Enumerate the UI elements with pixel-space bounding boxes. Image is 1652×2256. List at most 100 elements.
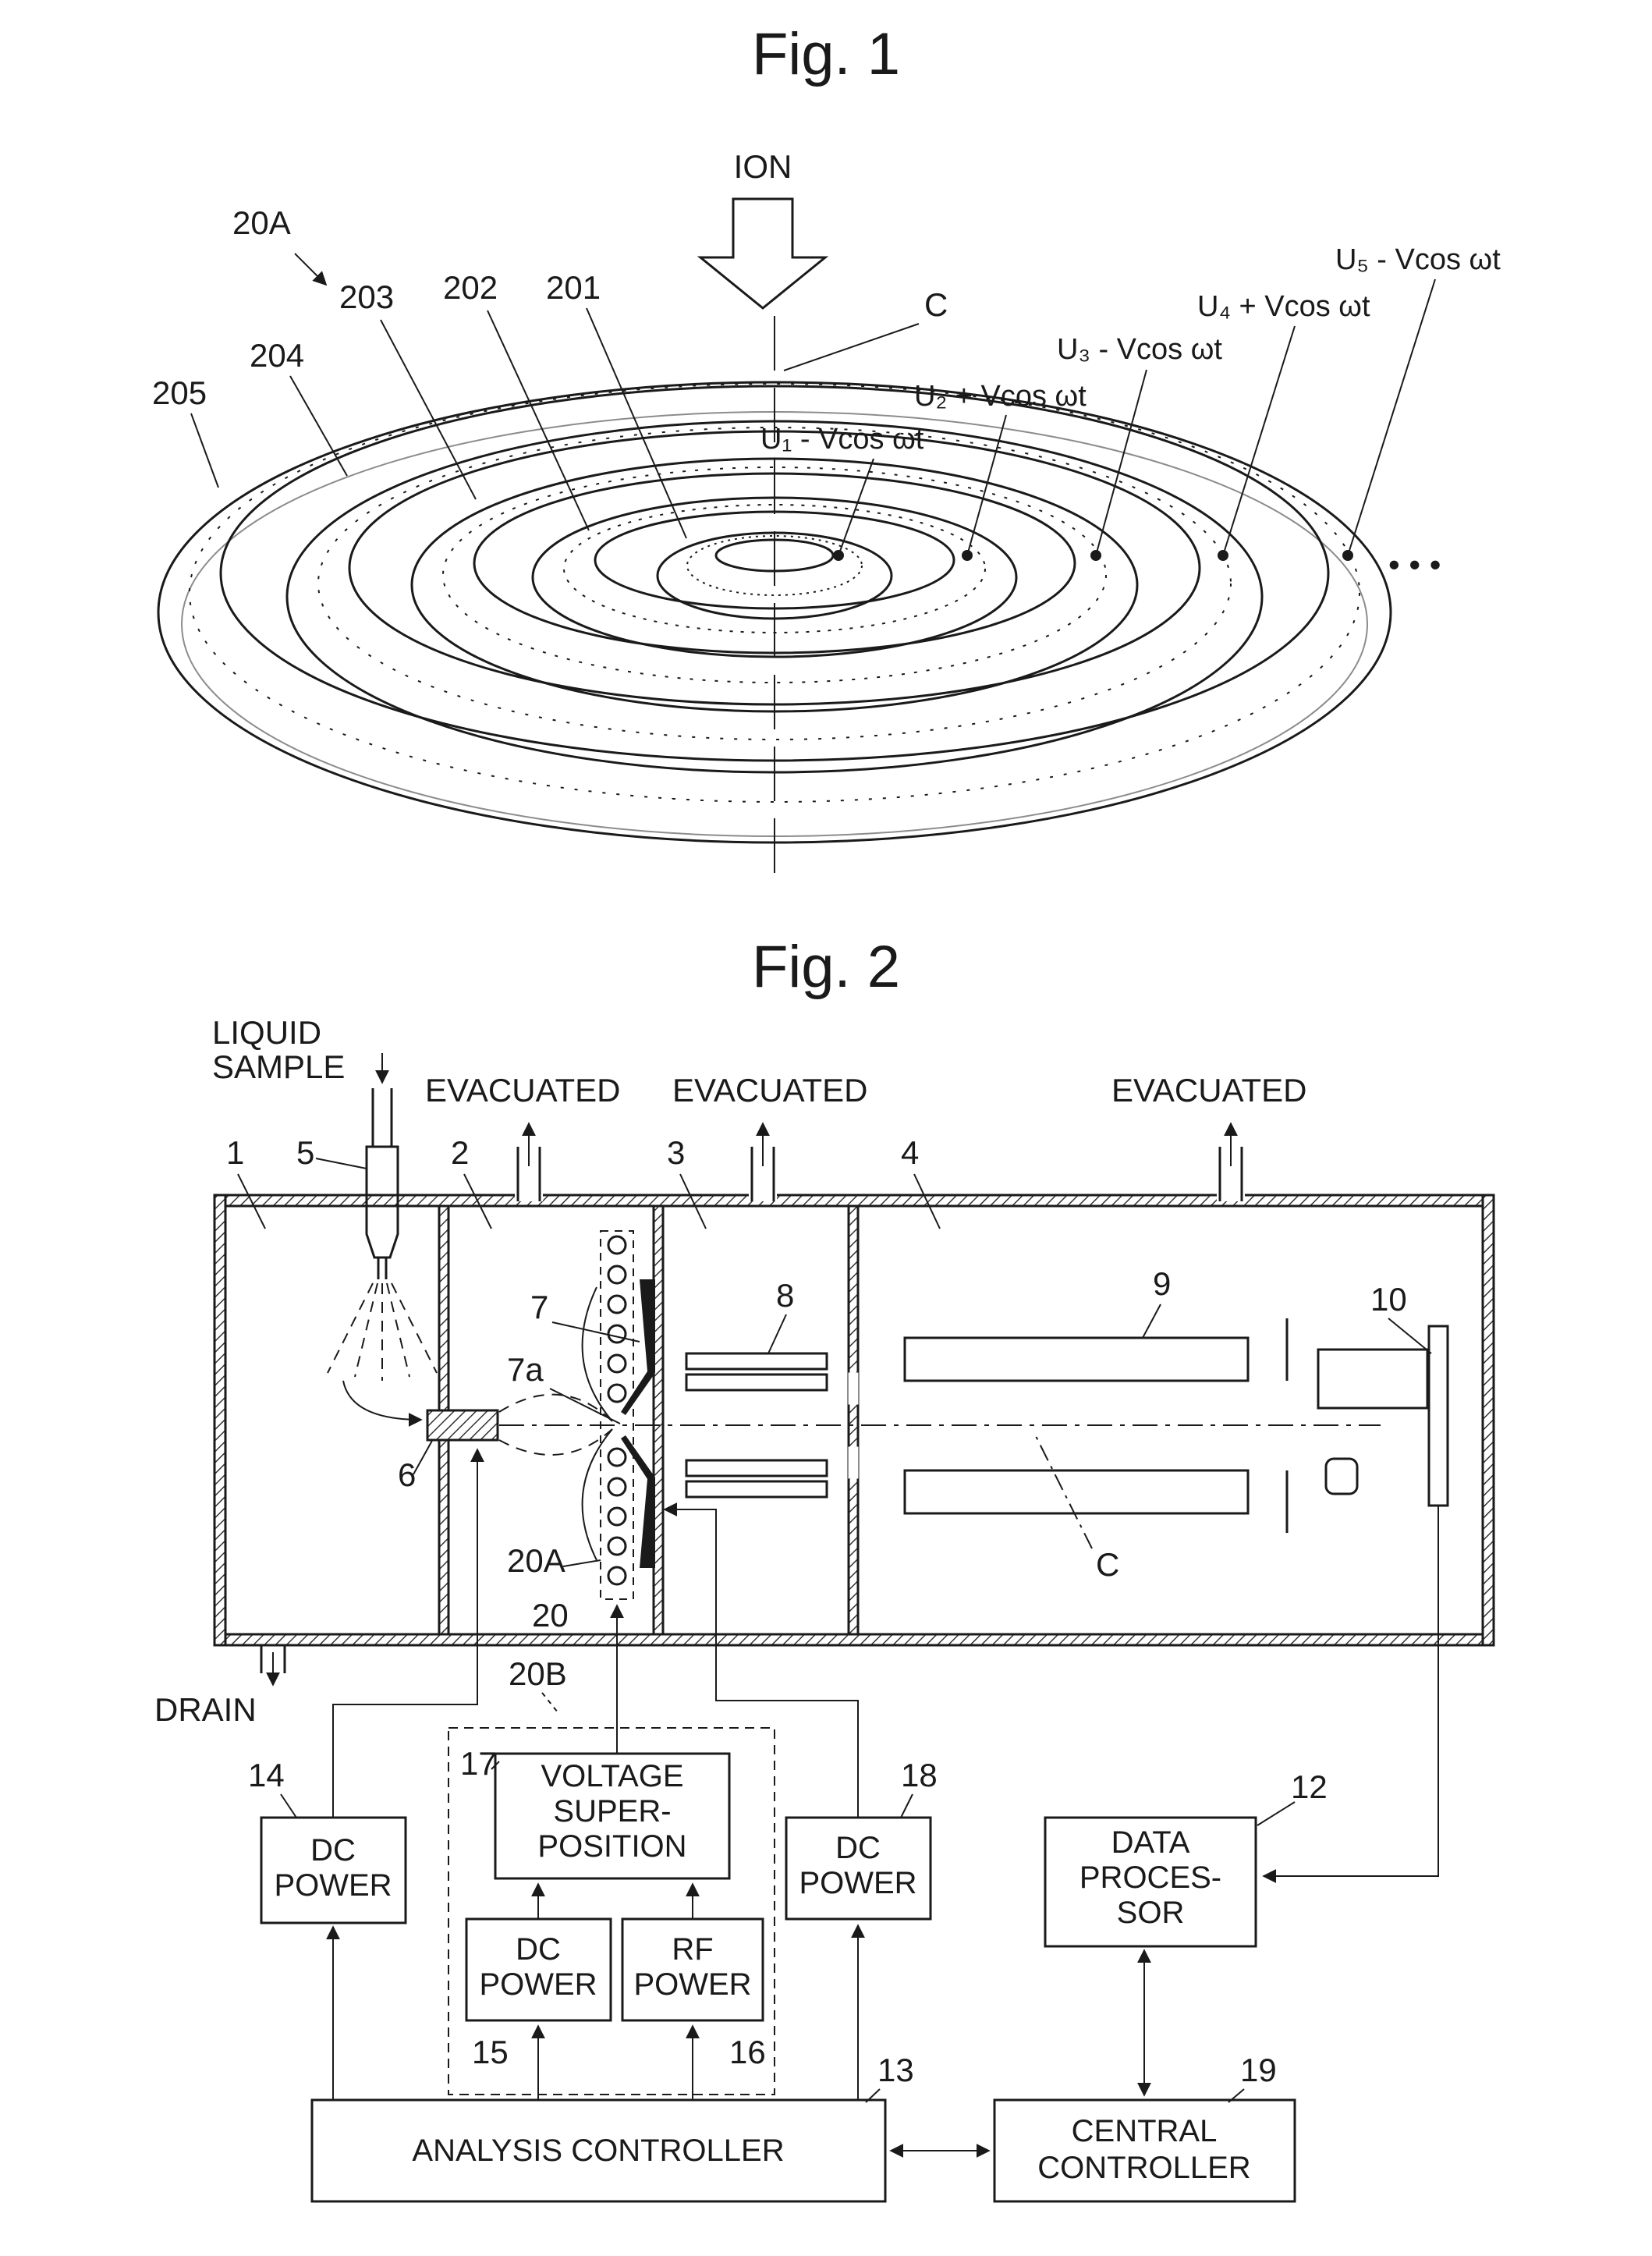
chamber-2-number: 2 [451,1134,469,1171]
ion-trajectory-lower [499,1429,612,1455]
ellipsis-more-rings: • • • [1388,546,1441,583]
dc-power-14-number: 14 [248,1757,285,1793]
data-processor-line2: PROCES- [1079,1860,1221,1895]
figure-1: Fig. 1 ION C 20A [152,21,1501,874]
central-controller-19-number: 19 [1240,2052,1277,2088]
data-processor-line3: SOR [1117,1896,1185,1930]
evacuation-port-3 [749,1123,777,1201]
skimmer-7-number: 7 [530,1289,548,1325]
evacuation-port-2 [515,1123,543,1201]
leader-18 [901,1794,913,1818]
fig1-title: Fig. 1 [752,21,900,87]
dc-power-15-line1: DC [516,1932,561,1967]
ion-trajectory-upper [499,1395,612,1421]
voltage-leader-203 [1096,370,1147,555]
leader-204 [290,376,347,476]
leader-202 [487,310,589,530]
housing-top-wall [214,1195,1494,1206]
ion-guide-8-upper-b [686,1375,827,1390]
leader-14 [281,1794,296,1818]
electrode-201-number: 201 [546,269,601,306]
rf-power-line1: RF [672,1932,713,1967]
electrode-205-voltage: U₅ - Vcos ωt [1335,243,1501,276]
ion-guide-power-20b-number: 20B [509,1655,567,1692]
voltage-superposition-line2: SUPER- [553,1794,671,1829]
pipe-6-number: 6 [398,1456,416,1493]
chamber-1-number: 1 [226,1134,244,1171]
liquid-sample-label-1: LIQUID [212,1014,321,1051]
ion-guide-8-lower-a [686,1460,827,1476]
voltage-dot-201 [833,550,844,561]
leader-20b [542,1693,558,1712]
central-controller-line1: CENTRAL [1072,2114,1218,2148]
leader-201 [587,308,686,538]
voltage-leader-204 [1223,326,1295,555]
voltage-dot-203 [1090,550,1101,561]
detector-element [1326,1459,1357,1494]
data-processor-line1: DATA [1111,1825,1190,1860]
electrode-204-number: 204 [250,337,304,374]
dc-power-18-number: 18 [901,1757,938,1793]
ion-guide-20-number: 20 [532,1597,569,1633]
ion-arrow [700,199,825,308]
chamber-4-number: 4 [901,1134,919,1171]
quadrupole-9-upper [905,1338,1248,1381]
leader-12 [1257,1802,1295,1825]
detector-plate [1429,1326,1448,1506]
electrode-203-voltage: U₃ - Vcos ωt [1057,333,1222,366]
dc-power-14-line1: DC [310,1833,356,1868]
figure-2: Fig. 2 LIQUID SAMPLE [154,934,1494,2201]
data-processor-12-number: 12 [1291,1768,1328,1805]
axis-c-label: C [924,286,948,323]
ion-guide-20a-number: 20A [507,1542,565,1579]
electrode-201-voltage: U₁ - Vcos ωt [760,423,924,456]
evacuated-label-2: EVACUATED [425,1072,620,1108]
detector-conversion-dynode [1318,1350,1427,1408]
fig2-title: Fig. 2 [752,934,900,1000]
housing-right-wall [1483,1195,1494,1645]
electrode-205-number: 205 [152,374,207,411]
electrode-204-voltage: U₄ + Vcos ωt [1197,290,1370,323]
leader-5 [316,1158,367,1169]
leader-9 [1143,1304,1161,1338]
voltage-dot-205 [1342,550,1353,561]
chamber-3-number: 3 [667,1134,685,1171]
ion-guide-8-number: 8 [776,1277,794,1314]
dc-power-18-line2: POWER [799,1866,916,1900]
housing-left-wall [214,1195,225,1645]
axis-c-label-fig2: C [1096,1546,1119,1583]
voltage-leader-201 [838,459,874,555]
housing-bottom-wall [214,1634,1494,1645]
axis-c-leader [784,324,919,371]
rf-power-line2: POWER [633,1967,751,2002]
ion-guide-8-lower-b [686,1481,827,1497]
spray-plume [328,1283,437,1381]
analysis-controller-label: ANALYSIS CONTROLLER [412,2134,784,2168]
quadrupole-9-lower [905,1470,1248,1513]
dc-power-14-line2: POWER [274,1868,392,1903]
drain-label: DRAIN [154,1691,257,1728]
leader-8 [768,1314,786,1353]
ion-flow-arrow [343,1381,421,1420]
electrode-202-voltage: U₂ + Vcos ωt [914,380,1087,413]
evacuation-port-4 [1217,1123,1245,1201]
leader-c [1033,1431,1092,1548]
leader-6 [413,1439,433,1474]
voltage-superposition-17-number: 17 [460,1745,497,1782]
electrode-203-number: 203 [339,278,394,315]
analysis-controller-13-number: 13 [877,2052,914,2088]
leader-20a [563,1560,601,1566]
field-line-lower [583,1429,612,1560]
ion-label: ION [734,148,792,185]
evacuated-label-3: EVACUATED [672,1072,867,1108]
quadrupole-9-number: 9 [1153,1265,1171,1302]
dc-power-15-number: 15 [472,2034,509,2070]
electrode-202-number: 202 [443,269,498,306]
assembly-20a-label: 20A [232,204,291,241]
rf-power-16-number: 16 [729,2034,766,2070]
partition-2-3 [654,1206,663,1634]
detector-10-number: 10 [1370,1281,1407,1318]
dc-power-18-line1: DC [835,1831,881,1865]
voltage-superposition-line1: VOLTAGE [541,1759,683,1793]
